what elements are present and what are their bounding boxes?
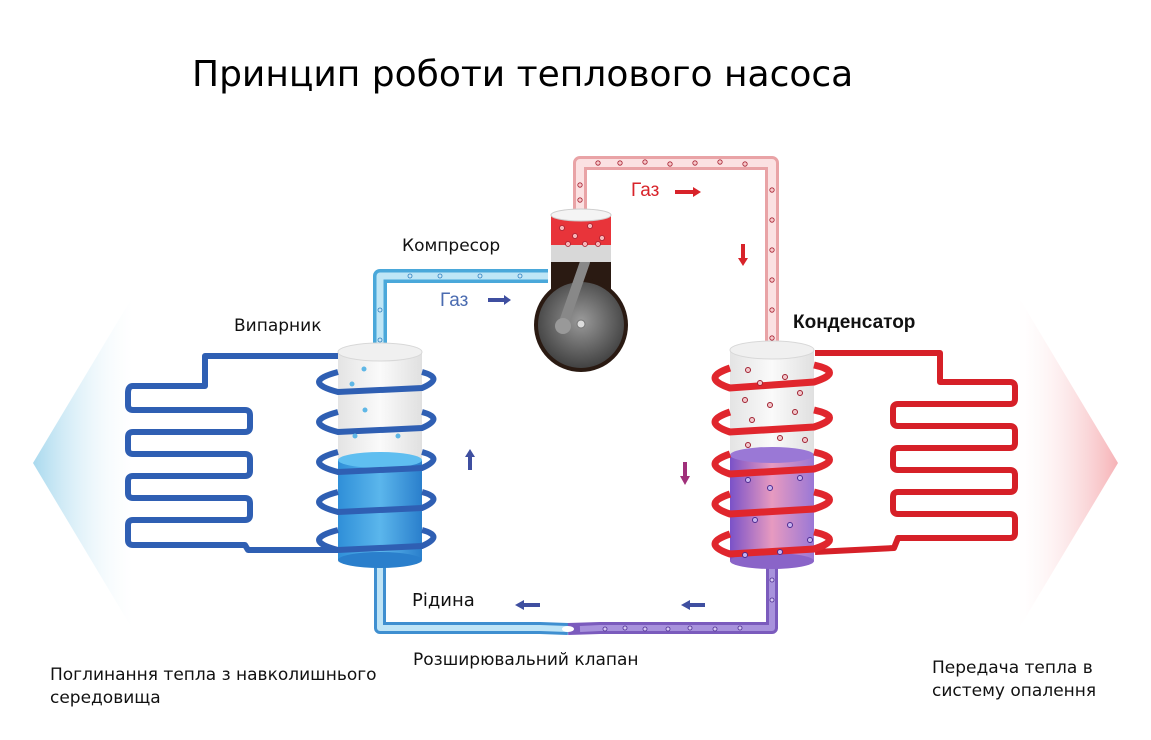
evaporator-radiator-coil [125, 353, 340, 553]
evaporator-icon [316, 342, 437, 568]
page-title: Принцип роботи теплового насоса [192, 54, 854, 95]
flow-arrow-icon [465, 187, 748, 610]
evaporator-label: Випарник [234, 316, 322, 336]
left-heat-arrow-icon [33, 296, 133, 630]
heat-absorption-caption: Поглинання тепла з навколишнього середов… [50, 665, 377, 708]
condenser-radiator-coil [814, 350, 1018, 555]
cold-gas-pipe [373, 269, 548, 355]
condenser-icon [711, 340, 833, 569]
mixed-bubbles [602, 577, 775, 632]
hot-gas-bubbles [577, 159, 775, 341]
condenser-label: Конденсатор [793, 312, 916, 333]
cold-gas-bubbles [377, 273, 523, 343]
cold-gas-label: Газ [440, 290, 469, 311]
expansion-valve-icon [562, 626, 574, 632]
mixed-pipe [567, 565, 778, 635]
expansion-valve-label: Розширювальний клапан [413, 650, 639, 670]
hot-gas-label: Газ [631, 180, 660, 201]
compressor-icon [534, 208, 628, 372]
right-heat-arrow-icon [1018, 296, 1118, 630]
liquid-label: Рідина [412, 590, 475, 611]
compressor-label: Компресор [402, 236, 501, 256]
heat-transfer-caption: Передача тепла в систему опалення [932, 658, 1097, 701]
